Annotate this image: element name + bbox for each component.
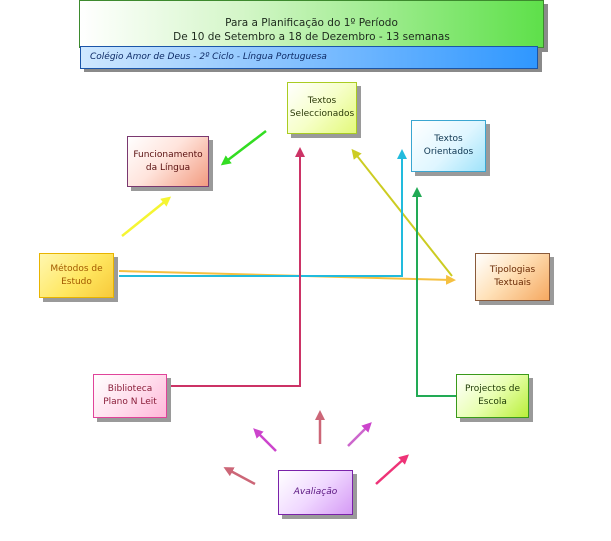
node-avaliacao: Avaliação — [278, 470, 353, 515]
arrow-avaliacao-right — [375, 454, 409, 485]
node-label: Orientados — [423, 147, 474, 157]
node-label: Textos — [307, 96, 337, 106]
node-label: Avaliação — [293, 487, 338, 497]
node-label: Textuais — [494, 278, 531, 288]
arrow-biblioteca-to-seleccionados — [169, 147, 305, 387]
arrow-metodos-to-orientados — [119, 149, 407, 277]
node-label: Plano N Leit — [103, 397, 157, 407]
arrow-avaliacao-upleft — [253, 428, 277, 452]
node-label: Seleccionados — [289, 109, 355, 119]
header-title-box: Para a Planificação do 1º Período De 10 … — [79, 0, 544, 48]
node-label: da Língua — [145, 162, 191, 173]
arrow-to-funcionamento-green — [220, 130, 267, 166]
header-line-1: Para a Planificação do 1º Período — [225, 17, 398, 29]
node-label: Escola — [478, 397, 507, 407]
node-label: Métodos de — [50, 263, 103, 274]
arrow-avaliacao-left — [223, 467, 256, 486]
node-label: Estudo — [61, 276, 92, 287]
node-label: Tipologias — [489, 265, 536, 275]
node-label: Projectos de — [464, 384, 521, 394]
node-projectos-escola: Projectos de Escola — [456, 374, 529, 418]
node-funcionamento-lingua: Funcionamento da Língua — [127, 136, 209, 187]
subheader-box: Colégio Amor de Deus - 2º Ciclo - Língua… — [80, 46, 538, 69]
node-label: Funcionamento — [133, 149, 203, 160]
arrow-avaliacao-upright — [347, 422, 372, 447]
node-label: Textos — [434, 134, 463, 144]
arrow-metodos-to-funcionamento — [121, 196, 172, 237]
node-metodos-estudo: Métodos de Estudo — [39, 253, 114, 298]
arrow-projectos-to-orientados — [412, 187, 456, 397]
header-line-2: De 10 de Setembro a 18 de Dezembro - 13 … — [173, 31, 450, 43]
node-label: Biblioteca — [107, 384, 153, 394]
